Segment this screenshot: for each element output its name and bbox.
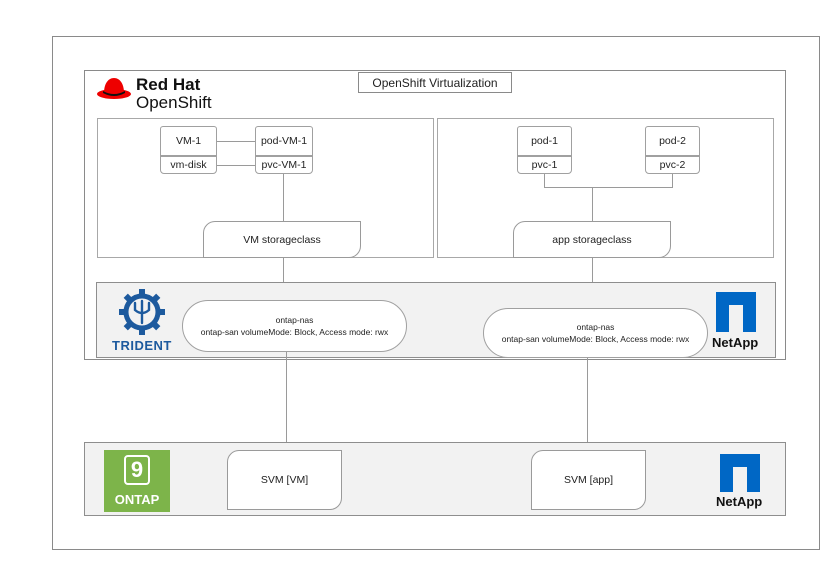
pod-1-node: pod-1: [517, 126, 572, 156]
trident-backend-left: ontap-nas ontap-san volumeMode: Block, A…: [182, 300, 407, 352]
disk-pvc-connector: [217, 165, 255, 166]
pvc-vm-to-sc-connector: [283, 174, 284, 222]
backend-right-line2: ontap-san volumeMode: Block, Access mode…: [501, 334, 690, 344]
pvc-2-node: pvc-2: [645, 156, 700, 174]
pod-vm-node: pod-VM-1: [255, 126, 313, 156]
trident-backend-right: ontap-nas ontap-san volumeMode: Block, A…: [483, 308, 708, 358]
pvc-2-down-connector: [672, 174, 673, 187]
brand-redhat: Red Hat: [136, 75, 201, 94]
netapp-text-trident: NetApp: [712, 335, 759, 350]
backend-left-to-svm-connector: [286, 352, 287, 450]
trident-gear-icon: [119, 289, 165, 335]
vm-disk-node: vm-disk: [160, 156, 217, 174]
ontap-version: 9: [130, 457, 144, 482]
pvc-1-down-connector: [544, 174, 545, 187]
app-storageclass: app storageclass: [513, 221, 671, 258]
backend-left-line2: ontap-san volumeMode: Block, Access mode…: [200, 327, 389, 337]
pvc-1-node: pvc-1: [517, 156, 572, 174]
backend-right-to-svm-connector: [587, 358, 588, 450]
pvc-vm-node: pvc-VM-1: [255, 156, 313, 174]
netapp-logo-icon: [720, 454, 760, 492]
trident-logo: TRIDENT: [108, 288, 176, 354]
openshift-virtualization-title: OpenShift Virtualization: [358, 72, 512, 93]
ontap-logo: 9 ONTAP: [104, 450, 170, 512]
redhat-logo: Red Hat OpenShift: [96, 73, 236, 115]
trident-text: TRIDENT: [112, 338, 172, 353]
svm-vm: SVM [VM]: [227, 450, 342, 510]
pvc-bridge-connector: [544, 187, 673, 188]
backend-right-line1: ontap-nas: [576, 322, 615, 332]
ontap-logo-icon: [124, 455, 150, 485]
vm-node: VM-1: [160, 126, 217, 156]
ontap-text: ONTAP: [114, 492, 160, 507]
pvc-to-app-sc-connector: [592, 187, 593, 222]
vm-storageclass: VM storageclass: [203, 221, 361, 258]
netapp-logo-trident: NetApp: [710, 292, 772, 354]
vm-sc-to-backend-connector: [283, 258, 284, 300]
ontap-band: [84, 442, 786, 516]
svm-app: SVM [app]: [531, 450, 646, 510]
netapp-logo-icon: [716, 292, 756, 332]
redhat-fedora-icon: [97, 78, 131, 99]
vm-pod-connector: [217, 141, 255, 142]
netapp-text-ontap: NetApp: [716, 494, 763, 509]
netapp-logo-ontap: NetApp: [712, 454, 778, 514]
pod-2-node: pod-2: [645, 126, 700, 156]
brand-openshift: OpenShift: [136, 93, 212, 112]
backend-left-line1: ontap-nas: [275, 315, 314, 325]
